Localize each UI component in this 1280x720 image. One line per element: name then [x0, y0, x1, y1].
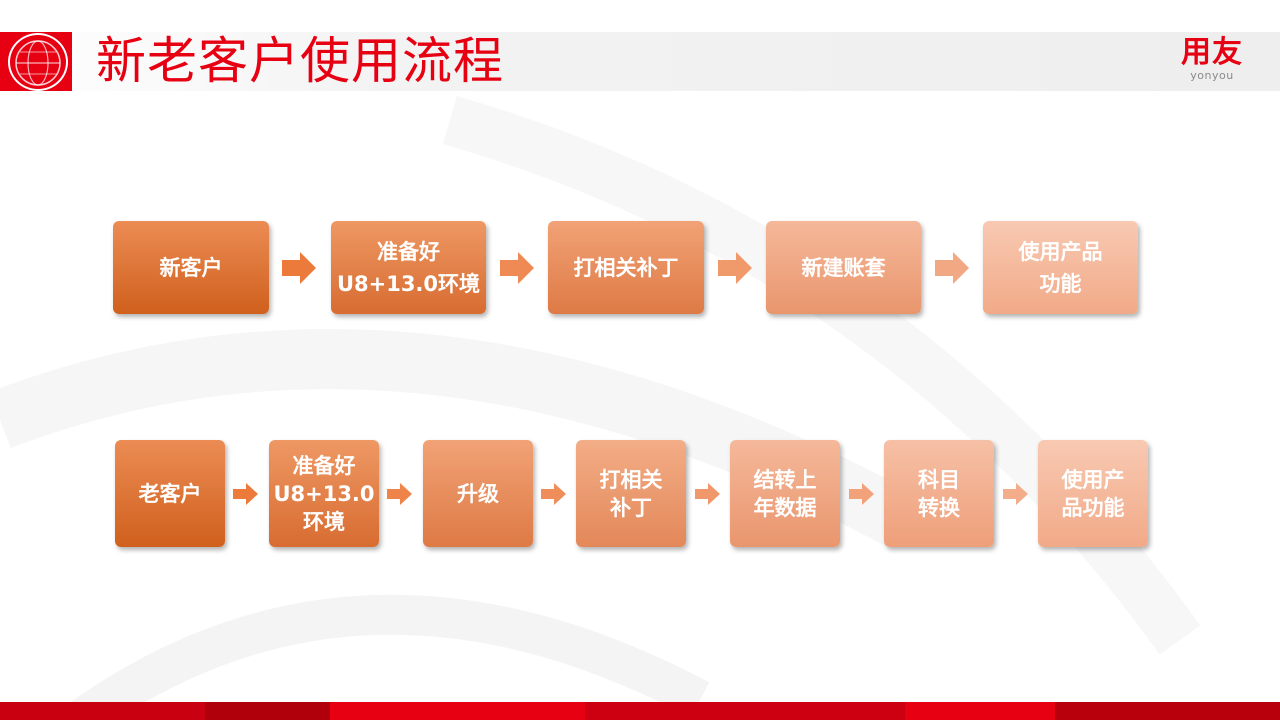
logo-cn: 用友: [1181, 35, 1243, 70]
flow-arrow-icon: [849, 483, 874, 505]
page-title: 新老客户使用流程: [96, 32, 504, 90]
new-step-apply-patch: 打相关补丁: [548, 221, 704, 314]
flow-arrow-icon: [1003, 483, 1028, 505]
flow-arrow-icon: [695, 483, 720, 505]
flow-arrow-icon: [935, 252, 969, 284]
flow-arrow-icon: [282, 252, 316, 284]
flow-arrow-icon: [387, 483, 412, 505]
flow-arrow-icon: [718, 252, 752, 284]
footer-stripe: [0, 702, 1280, 720]
old-step-upgrade: 升级: [423, 440, 533, 547]
yonyou-logo: 用友 yonyou: [1172, 36, 1252, 82]
new-step-use-features: 使用产品 功能: [983, 221, 1138, 314]
old-step-apply-patch: 打相关 补丁: [576, 440, 686, 547]
header-bar: [0, 32, 1280, 91]
old-step-account-convert: 科目 转换: [884, 440, 994, 547]
globe-icon: [8, 33, 68, 91]
old-step-prepare-env: 准备好 U8+13.0 环境: [269, 440, 379, 547]
flow-arrow-icon: [541, 483, 566, 505]
new-step-customer: 新客户: [113, 221, 269, 314]
flow-arrow-icon: [500, 252, 534, 284]
old-step-carry-forward: 结转上 年数据: [730, 440, 840, 547]
old-step-customer: 老客户: [115, 440, 225, 547]
flow-arrow-icon: [233, 483, 258, 505]
logo-en: yonyou: [1190, 69, 1234, 82]
new-step-prepare-env: 准备好 U8+13.0环境: [331, 221, 486, 314]
old-step-use-features: 使用产 品功能: [1038, 440, 1148, 547]
new-step-create-account: 新建账套: [766, 221, 921, 314]
